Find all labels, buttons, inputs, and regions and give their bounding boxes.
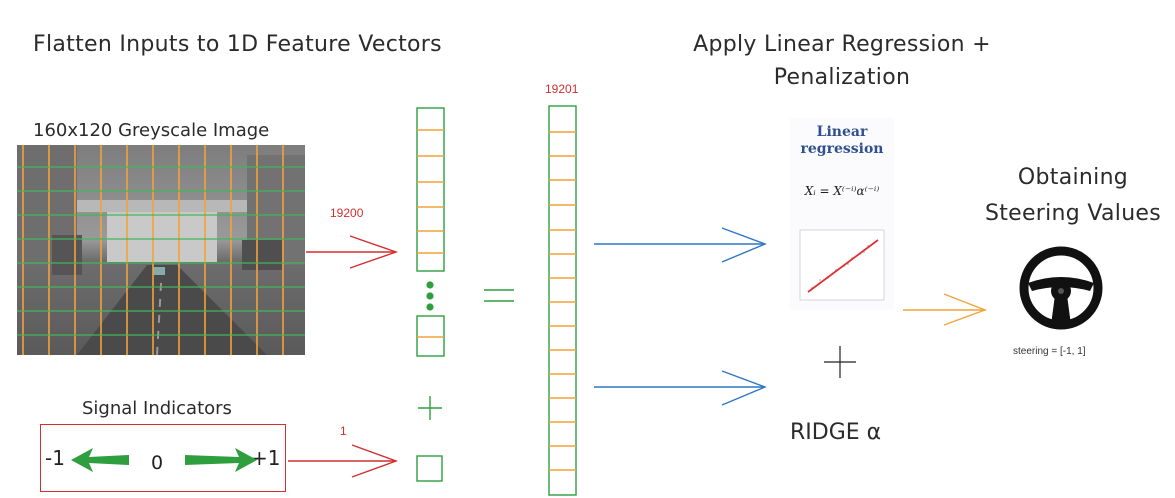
linear-regression-thumbnail: Linear regression Xᵢ = X⁽⁻ⁱ⁾α⁽⁻ⁱ⁾ — [790, 118, 894, 310]
greyscale-image-graphic — [17, 145, 305, 356]
total-feature-count: 19201 — [545, 82, 579, 96]
equals-icon — [484, 289, 514, 302]
signal-left-value: -1 — [45, 446, 65, 470]
thumbnail-title-line1: Linear — [816, 124, 868, 140]
apply-title: Apply Linear Regression + Penalization — [612, 28, 1072, 94]
image-feature-vector-tail — [416, 315, 445, 357]
steering-range-caption: steering = [-1, 1] — [1013, 346, 1086, 357]
regression-plot-graphic — [799, 229, 885, 301]
image-caption: 160x120 Greyscale Image — [33, 120, 270, 141]
image-grid-vertical — [22, 145, 284, 355]
signal-feature-cell — [416, 455, 443, 482]
image-feature-vector — [416, 107, 445, 272]
regression-to-steering-arrow — [903, 293, 987, 326]
signal-right-value: +1 — [251, 446, 281, 470]
thumbnail-formula: Xᵢ = X⁽⁻ⁱ⁾α⁽⁻ⁱ⁾ — [804, 184, 880, 198]
vector-to-ridge-arrow — [594, 370, 767, 406]
vector-to-regression-arrow — [594, 227, 767, 263]
flatten-title: Flatten Inputs to 1D Feature Vectors — [33, 32, 442, 57]
apply-title-line1: Apply Linear Regression + — [693, 32, 991, 57]
image-feature-count: 19200 — [330, 206, 364, 220]
signal-arrows — [71, 448, 257, 472]
signal-feature-count: 1 — [340, 424, 347, 438]
signal-to-vector-arrow — [288, 444, 399, 478]
right-arrow-icon — [185, 448, 257, 472]
signal-indicator-box: -1 0 +1 — [40, 424, 286, 492]
concat-plus-icon — [418, 396, 442, 420]
obtaining-title-line1: Obtaining — [1017, 165, 1129, 190]
signal-center-value: 0 — [151, 452, 164, 474]
signal-caption: Signal Indicators — [82, 398, 232, 419]
greyscale-image — [17, 145, 305, 356]
combined-feature-vector — [548, 105, 577, 496]
steering-wheel-icon — [1019, 246, 1103, 330]
thumbnail-title-line2: regression — [800, 141, 884, 157]
image-to-vector-arrow — [306, 235, 399, 269]
apply-title-line2: Penalization — [773, 65, 911, 90]
ridge-label: RIDGE α — [790, 420, 882, 445]
image-grid-horizontal — [17, 166, 305, 336]
left-arrow-icon — [71, 448, 129, 472]
obtaining-title: Obtaining Steering Values — [968, 160, 1175, 232]
penalty-plus-icon — [824, 346, 856, 378]
vector-ellipsis-icon — [426, 281, 434, 311]
obtaining-title-line2: Steering Values — [984, 201, 1162, 226]
thumbnail-title: Linear regression — [790, 118, 894, 158]
